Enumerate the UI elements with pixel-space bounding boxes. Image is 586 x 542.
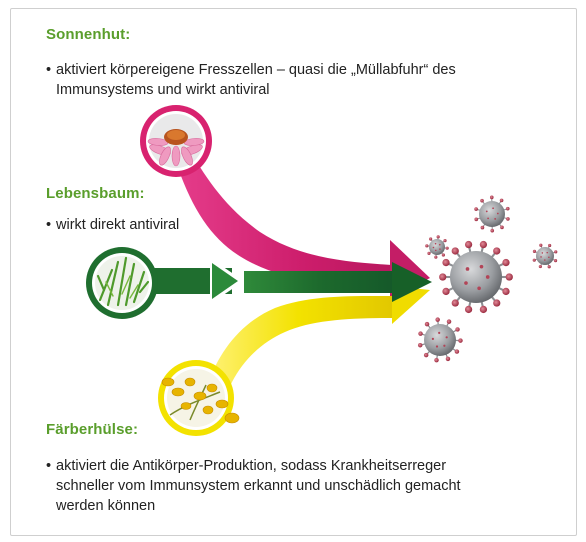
bullet-sonnenhut: •aktiviert körpereigene Fresszellen – qu…: [46, 62, 456, 98]
virus-icon: [425, 235, 449, 259]
virus-icon: [417, 317, 463, 363]
bullet-lebensbaum-line-1: wirkt direkt antiviral: [56, 217, 180, 233]
dyers-broom-flower-icon: [158, 360, 240, 436]
virus-icon: [532, 243, 558, 269]
bullet-sonnenhut-line-1: aktiviert körpereigene Fresszellen – qua…: [56, 62, 456, 78]
heading-lebensbaum: Lebensbaum:: [46, 185, 145, 202]
virus-icon: [439, 240, 513, 314]
bullet-lebensbaum: •wirkt direkt antiviral: [46, 217, 180, 233]
heading-faerberhuelse: Färberhülse:: [46, 421, 139, 438]
heading-sonnenhut: Sonnenhut:: [46, 26, 131, 43]
virus-icon: [474, 195, 510, 233]
bullet-faerberhuelse-line-3: werden können: [56, 498, 156, 514]
bullet-faerberhuelse: •aktiviert die Antikörper-Produktion, so…: [46, 458, 461, 514]
yellow-arrow: [205, 286, 430, 398]
green-arrow: [150, 258, 432, 304]
thuja-branch-icon: [86, 247, 158, 319]
bullet-faerberhuelse-line-1: aktiviert die Antikörper-Produktion, sod…: [56, 458, 447, 474]
bullet-faerberhuelse-line-2: schneller vom Immunsystem erkannt und un…: [56, 478, 461, 494]
virus-cluster: [417, 195, 558, 363]
bullet-sonnenhut-line-2: Immunsystems und wirkt antiviral: [56, 82, 270, 98]
echinacea-flower-icon: [140, 105, 212, 177]
